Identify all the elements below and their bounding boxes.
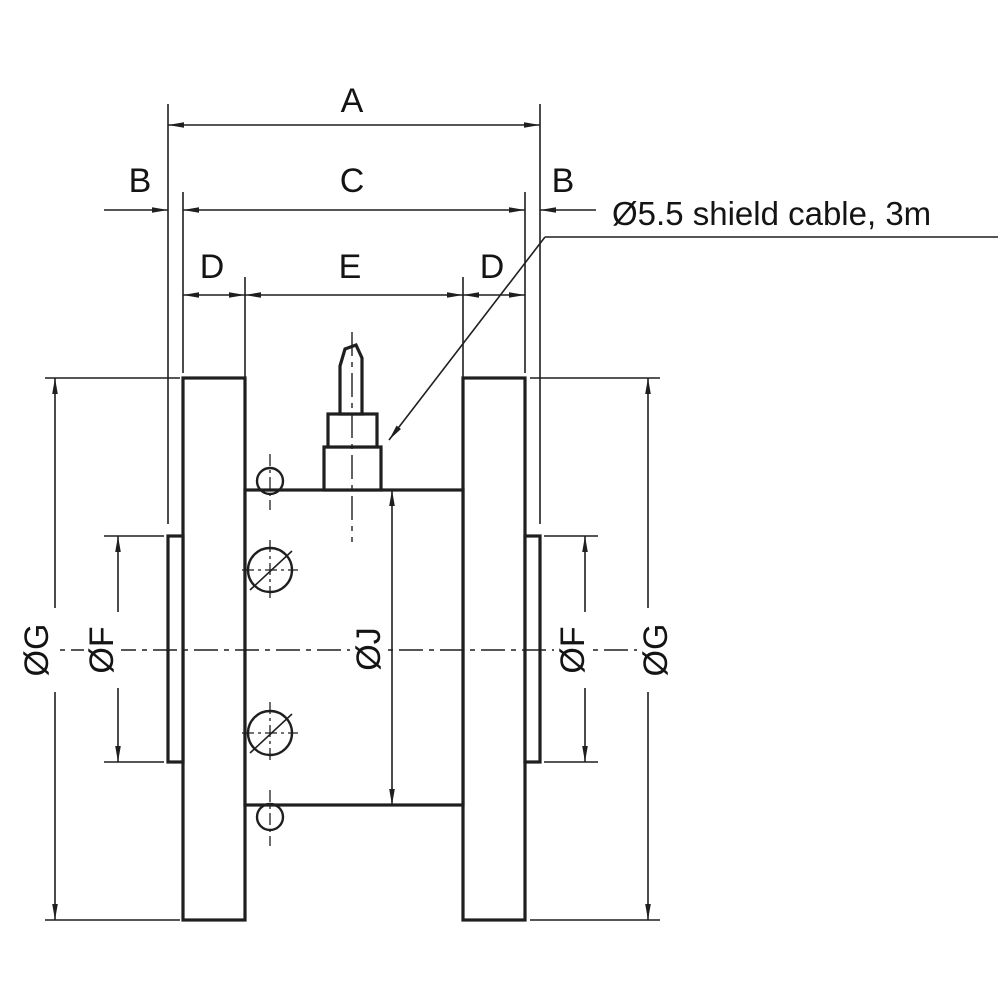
cable-stub bbox=[338, 342, 364, 416]
dimension-labels: A B C B D E D ØG ØF ØJ ØF ØG Ø5.5 shield… bbox=[18, 82, 931, 676]
dim-label-a: A bbox=[341, 82, 364, 120]
dim-label-c: C bbox=[340, 162, 365, 200]
bolt-holes bbox=[242, 454, 298, 846]
dim-label-b-left: B bbox=[129, 162, 152, 200]
dim-label-g-right: ØG bbox=[637, 624, 675, 677]
cable-leader bbox=[388, 236, 998, 441]
dim-label-f-right: ØF bbox=[554, 626, 592, 673]
dimension-lines bbox=[52, 122, 651, 920]
dim-label-g-left: ØG bbox=[18, 624, 56, 677]
dim-label-j: ØJ bbox=[350, 627, 388, 670]
left-hub bbox=[166, 534, 185, 764]
dim-label-f-left: ØF bbox=[83, 626, 121, 673]
left-flange bbox=[181, 376, 247, 922]
cable-annotation: Ø5.5 shield cable, 3m bbox=[612, 195, 931, 232]
right-hub bbox=[523, 534, 542, 764]
extension-lines bbox=[45, 104, 660, 921]
dim-label-e: E bbox=[339, 248, 362, 286]
dim-label-b-right: B bbox=[552, 162, 575, 200]
dim-label-d-right: D bbox=[480, 248, 505, 286]
dim-label-d-left: D bbox=[200, 248, 225, 286]
right-flange bbox=[461, 376, 527, 922]
label-masks bbox=[19, 608, 675, 692]
